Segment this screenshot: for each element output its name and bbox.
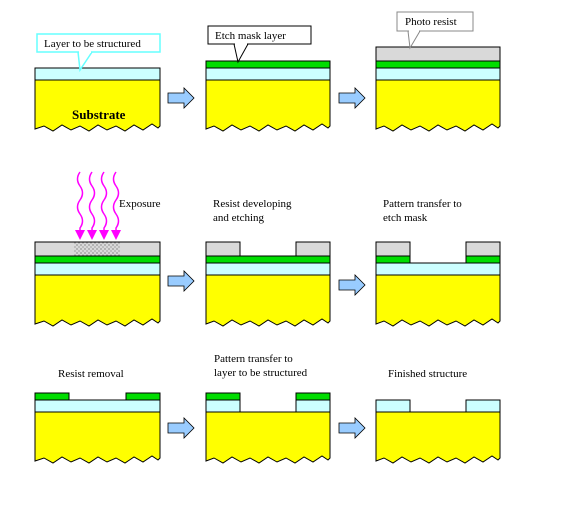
photoresist-left-block: [205, 241, 241, 257]
etch-mask-left-block: [34, 392, 70, 401]
layer-callout-box: [36, 33, 161, 53]
step-7-resist-removal: Resist removal: [34, 368, 161, 464]
substrate-block: [34, 79, 161, 132]
pattern-transfer-mask-label: Pattern transfer to: [383, 198, 462, 210]
photoresist-right-block: [465, 241, 501, 257]
substrate-block: [34, 411, 161, 464]
substrate-block: [205, 79, 331, 132]
etch-mask-callout-pointer: [233, 43, 249, 64]
resist-removal-label: Resist removal: [58, 368, 124, 380]
substrate-block: [34, 274, 161, 327]
step-9-finished-structure: Finished structure: [375, 368, 501, 464]
substrate-block: [375, 411, 501, 464]
step-2-etch-mask: Etch mask layer: [205, 25, 331, 132]
photoresist-right-block: [295, 241, 331, 257]
layer-to-be-structured: [375, 262, 501, 276]
exposure-rays-icon: [76, 171, 120, 232]
etch-mask-layer: [375, 60, 501, 69]
step-8-transfer-to-layer: Pattern transfer to layer to be structur…: [205, 353, 331, 464]
pattern-transfer-layer-label: Pattern transfer to: [214, 353, 293, 365]
step-3-photoresist: Photo resist: [375, 11, 501, 132]
arrow-right-icon: [338, 87, 366, 109]
etch-mask-right-block: [465, 255, 501, 264]
photoresist-layer: [375, 46, 501, 62]
arrow-right-icon: [338, 417, 366, 439]
etch-mask-right-block: [125, 392, 161, 401]
layer-right-block: [465, 399, 501, 413]
pattern-transfer-mask-label-line2: etch mask: [383, 212, 428, 224]
etch-mask-layer: [205, 60, 331, 69]
arrow-right-icon: [167, 87, 195, 109]
step-1-initial-stack: Substrate Layer to be structured: [34, 33, 161, 132]
substrate-block: [205, 411, 331, 464]
layer-callout-pointer: [77, 51, 94, 73]
step-6-transfer-to-mask: Pattern transfer to etch mask: [375, 198, 501, 327]
photoresist-callout-box: [396, 11, 474, 32]
layer-left-block: [205, 399, 241, 413]
etch-mask-left-block: [375, 255, 411, 264]
layer-to-be-structured: [375, 67, 501, 81]
arrow-right-icon: [338, 274, 366, 296]
substrate-block: [205, 274, 331, 327]
layer-left-block: [375, 399, 411, 413]
layer-right-block: [295, 399, 331, 413]
pattern-transfer-layer-label-line2: layer to be structured: [214, 367, 308, 379]
substrate-block: [375, 79, 501, 132]
substrate-label: Substrate: [72, 107, 126, 122]
etch-mask-layer: [205, 255, 331, 264]
layer-to-be-structured: [34, 67, 161, 81]
layer-to-be-structured: [34, 262, 161, 276]
layer-callout-label: Layer to be structured: [44, 38, 141, 50]
finished-structure-label: Finished structure: [388, 368, 467, 380]
layer-to-be-structured: [34, 399, 161, 413]
exposed-resist-region: [74, 242, 120, 256]
etch-mask-right-block: [295, 392, 331, 401]
arrow-right-icon: [167, 417, 195, 439]
step-5-resist-developing: Resist developing and etching: [205, 198, 331, 327]
layer-to-be-structured: [205, 262, 331, 276]
etch-mask-callout-label: Etch mask layer: [215, 30, 286, 42]
etch-mask-callout-box: [207, 25, 312, 45]
resist-developing-label-line2: and etching: [213, 212, 265, 224]
etch-mask-left-block: [205, 392, 241, 401]
exposure-label: Exposure: [119, 198, 161, 210]
photoresist-callout-label: Photo resist: [405, 16, 457, 28]
layer-to-be-structured: [205, 67, 331, 81]
substrate-block: [375, 274, 501, 327]
photoresist-left-block: [375, 241, 411, 257]
step-4-exposure: Exposure: [34, 171, 161, 327]
photoresist-callout-pointer: [407, 30, 421, 50]
resist-developing-label: Resist developing: [213, 198, 292, 210]
etch-mask-layer: [34, 255, 161, 264]
arrow-right-icon: [167, 270, 195, 292]
